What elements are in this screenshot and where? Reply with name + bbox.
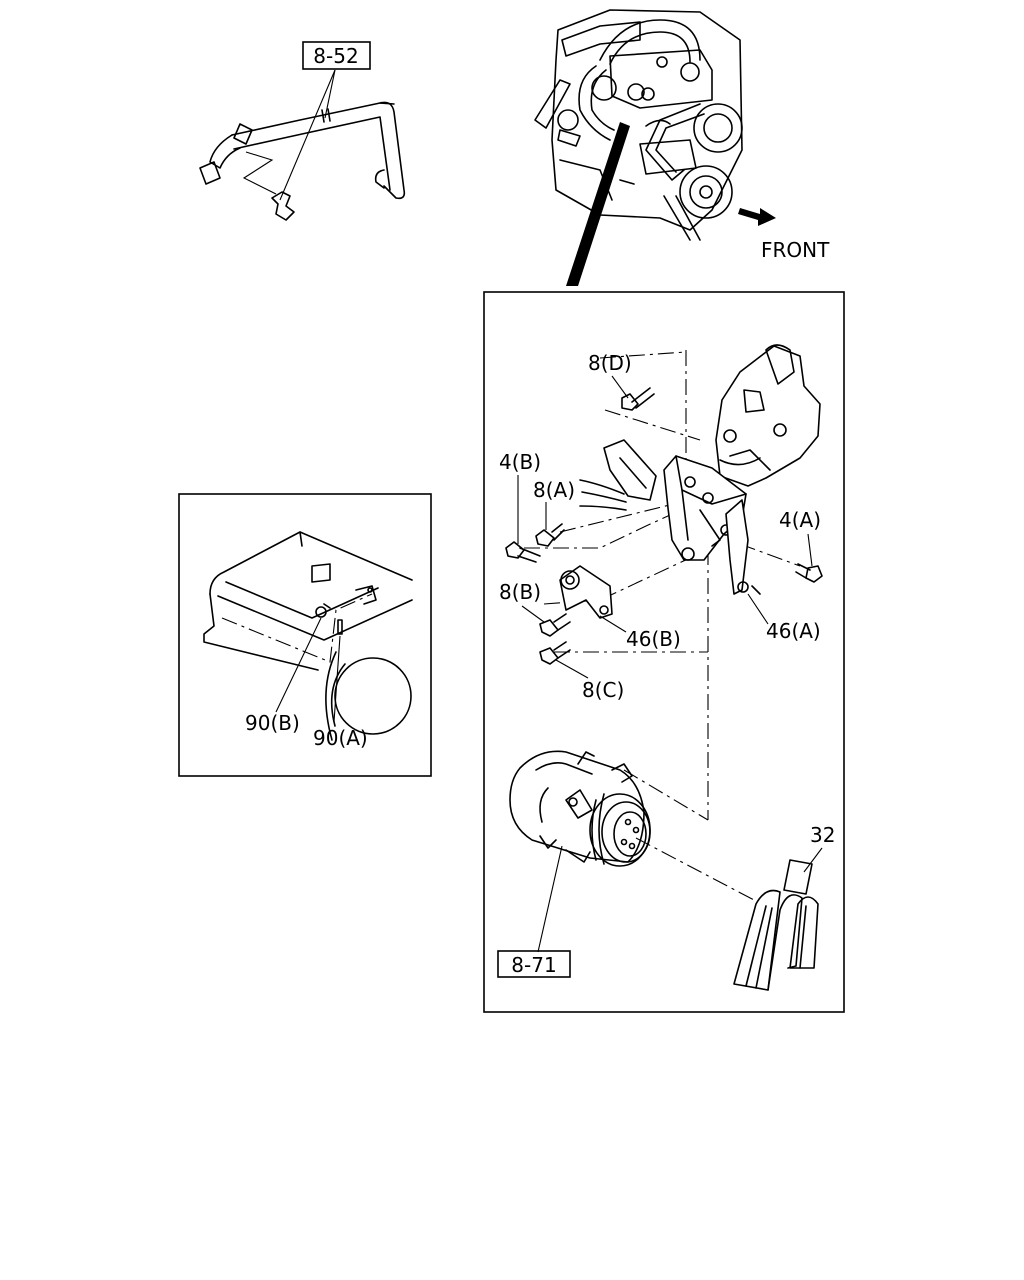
detail-box-compressor-mounting	[483, 291, 845, 1013]
label-32: 32	[810, 823, 835, 847]
brace-46b	[559, 565, 613, 619]
label-90b: 90(B)	[245, 711, 300, 735]
label-8b: 8(B)	[499, 580, 541, 604]
detail-box-bracket-location	[178, 493, 432, 777]
drive-belt-32	[733, 847, 823, 991]
engine-illustration	[534, 9, 743, 286]
front-label: FRONT	[761, 238, 830, 262]
label-4b: 4(B)	[499, 450, 541, 474]
leader-8-71	[537, 845, 563, 953]
bolt-8a	[535, 523, 565, 547]
leader-lines	[517, 375, 813, 679]
front-arrow-icon	[738, 208, 776, 226]
bolt-8d	[621, 387, 655, 411]
compressor-bracket	[663, 455, 747, 561]
label-8c: 8(C)	[582, 678, 624, 702]
label-4a: 4(A)	[779, 508, 821, 532]
ac-compressor	[509, 750, 651, 867]
bolt-4b	[505, 541, 541, 563]
ref-8-71-label: 8-71	[511, 953, 556, 977]
label-8a: 8(A)	[533, 478, 575, 502]
brace-46a	[725, 499, 761, 595]
ac-pipe-assembly	[199, 69, 406, 221]
bolt-4a	[795, 563, 823, 583]
vehicle-body-detail	[203, 531, 413, 741]
hose	[579, 439, 657, 511]
engine-front-cover	[715, 344, 821, 487]
label-46a: 46(A)	[766, 619, 821, 643]
ref-8-52-label: 8-52	[313, 44, 358, 68]
bolt-8c	[539, 641, 571, 665]
ref-box-8-71	[497, 950, 571, 978]
assembly-center-lines	[524, 350, 801, 901]
label-90a: 90(A)	[313, 726, 368, 750]
label-46b: 46(B)	[626, 627, 681, 651]
ref-box-8-52	[302, 41, 371, 70]
label-8d: 8(D)	[588, 351, 632, 375]
bolt-8b	[539, 613, 571, 637]
